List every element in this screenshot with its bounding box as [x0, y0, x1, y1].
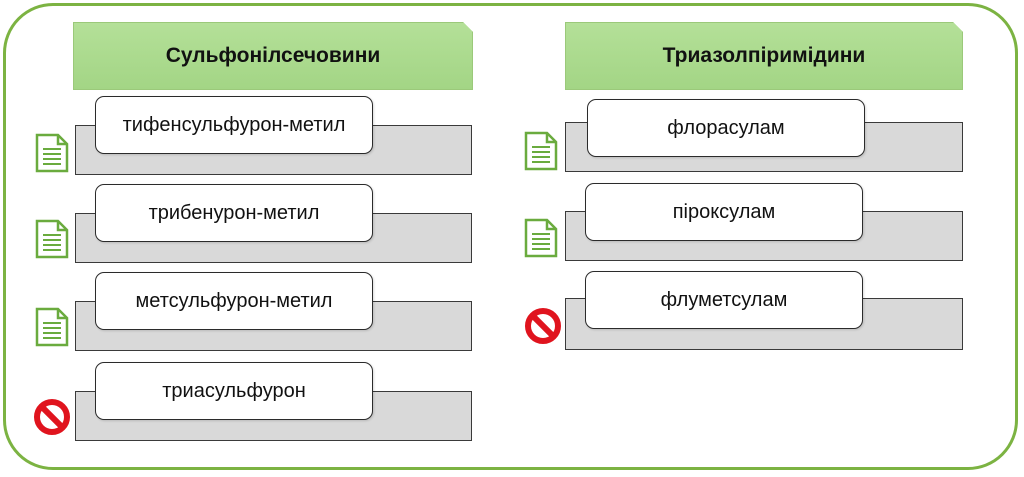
item-label: триасульфурон: [162, 379, 306, 402]
item-label: трибенурон-метил: [148, 201, 320, 224]
document-icon: [524, 131, 558, 171]
item-label: флорасулам: [667, 116, 785, 139]
document-icon: [524, 218, 558, 258]
item-label: метсульфурон-метил: [135, 289, 333, 312]
document-icon: [35, 133, 69, 173]
document-icon: [35, 307, 69, 347]
item-label-box: флорасулам: [587, 99, 865, 157]
prohibited-icon: [34, 399, 70, 435]
document-icon: [35, 219, 69, 259]
item-label-box: метсульфурон-метил: [95, 272, 373, 330]
right-column-header: Триазолпіримідини: [565, 22, 963, 90]
left-column-header: Сульфонілсечовини: [73, 22, 473, 90]
item-label-box: трибенурон-метил: [95, 184, 373, 242]
item-label-box: триасульфурон: [95, 362, 373, 420]
item-label: тифенсульфурон-метил: [122, 113, 346, 136]
item-label: флуметсулам: [660, 288, 788, 311]
item-label-box: тифенсульфурон-метил: [95, 96, 373, 154]
right-column-title: Триазолпіримідини: [662, 44, 866, 67]
item-label: піроксулам: [672, 200, 776, 223]
item-label-box: флуметсулам: [585, 271, 863, 329]
left-column-title: Сульфонілсечовини: [165, 44, 381, 67]
item-label-box: піроксулам: [585, 183, 863, 241]
prohibited-icon: [525, 308, 561, 344]
